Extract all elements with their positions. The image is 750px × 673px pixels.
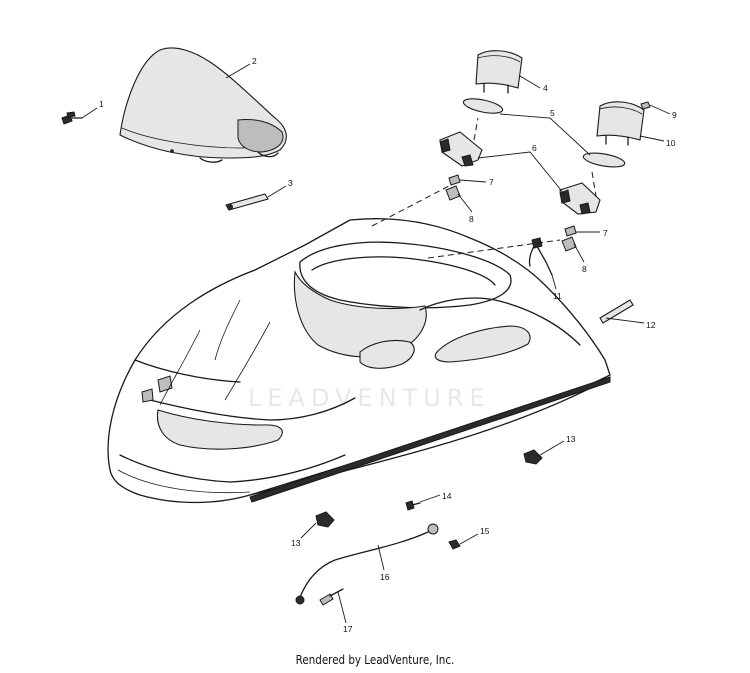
callout-6: 6 — [532, 143, 537, 153]
callout-1: 1 — [99, 99, 104, 109]
gauge-part-10 — [596, 101, 645, 146]
cable-tie-part — [599, 299, 634, 324]
guide-line-2 — [427, 239, 561, 259]
gasket-ring-part — [462, 98, 626, 168]
watermark-text: LEADVENTURE — [248, 384, 491, 412]
callout-7b: 7 — [603, 228, 608, 238]
guide-line-4 — [591, 171, 597, 197]
callout-12: 12 — [646, 320, 656, 330]
trim-strip-part — [225, 193, 269, 211]
callout-13a: 13 — [566, 434, 576, 444]
callout-16: 16 — [380, 572, 390, 582]
callout-11: 11 — [553, 291, 562, 301]
rivet-part — [319, 588, 344, 606]
small-screw-part — [640, 101, 651, 110]
callout-2: 2 — [252, 56, 257, 66]
callout-8a: 8 — [469, 214, 474, 224]
callout-13b: 13 — [291, 538, 301, 548]
windshield-part — [119, 47, 287, 163]
callout-7a: 7 — [489, 177, 494, 187]
callout-3: 3 — [288, 178, 293, 188]
callout-labels: 1 2 3 4 5 6 7 7 8 8 9 10 11 12 13 13 14 … — [99, 56, 677, 634]
tether-cable-part — [295, 523, 439, 605]
hood-assembly — [107, 218, 611, 504]
callout-4: 4 — [543, 83, 548, 93]
leader-lines — [81, 63, 671, 624]
wing-screw-part — [61, 111, 83, 125]
gauge-part-4 — [475, 50, 523, 94]
callout-14: 14 — [442, 491, 452, 501]
wire-harness-part — [528, 237, 553, 276]
render-credit: Rendered by LeadVenture, Inc. — [295, 653, 455, 667]
bolt-part — [405, 500, 421, 511]
callout-9: 9 — [672, 110, 677, 120]
callout-17: 17 — [343, 624, 353, 634]
callout-10: 10 — [666, 138, 676, 148]
callout-5: 5 — [550, 108, 555, 118]
callout-15: 15 — [480, 526, 490, 536]
nut-part — [448, 539, 461, 550]
guide-line-3 — [473, 117, 479, 141]
gauge-bezel-part — [439, 131, 601, 215]
callout-8b: 8 — [582, 264, 587, 274]
clip-spring-parts — [445, 174, 577, 252]
hood-clip-parts — [315, 449, 543, 528]
guide-line-1 — [371, 185, 450, 227]
